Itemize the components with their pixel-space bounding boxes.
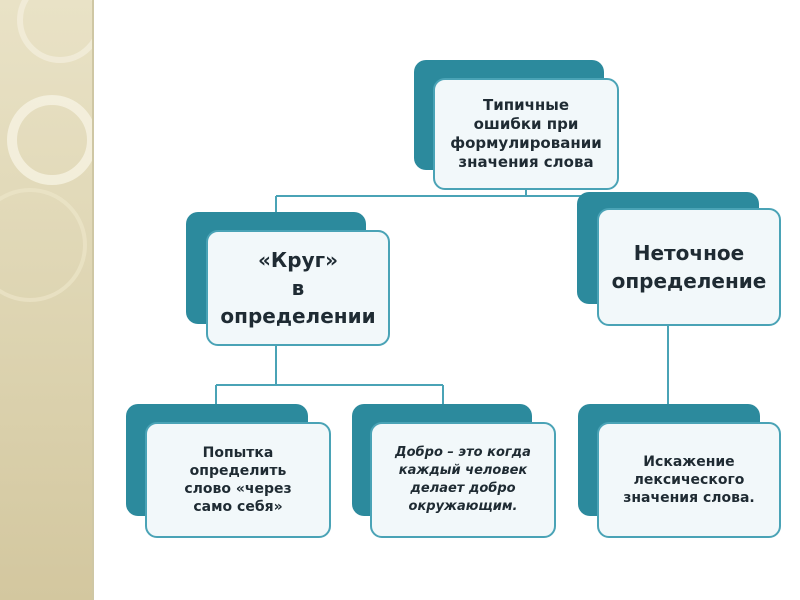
right-branch-line-2: определение	[612, 267, 767, 295]
left-branch-text: «Круг» в определении	[220, 246, 375, 330]
root-line-1: Типичные	[450, 96, 602, 115]
leaf-1-line-4: само себя»	[184, 498, 291, 516]
left-branch-line-3: определении	[220, 302, 375, 330]
leaf-2-line-4: окружающим.	[395, 498, 531, 516]
root-line-2: ошибки при	[450, 115, 602, 134]
leaf-1-line-3: слово «через	[184, 480, 291, 498]
left-branch-line-2: в	[220, 274, 375, 302]
leaf-2-line-1: Добро – это когда	[395, 444, 531, 462]
root-line-4: значения слова	[450, 153, 602, 172]
leaf-3-line-2: лексического	[623, 471, 755, 489]
leaf-2-text: Добро – это когда каждый человек делает …	[395, 444, 531, 516]
right-branch-line-1: Неточное	[612, 239, 767, 267]
leaf-3-line-1: Искажение	[623, 453, 755, 471]
leaf-2-line-3: делает добро	[395, 480, 531, 498]
root-node-text: Типичные ошибки при формулировании значе…	[450, 96, 602, 172]
leaf-1-line-1: Попытка	[184, 444, 291, 462]
leaf-2-line-2: каждый человек	[395, 462, 531, 480]
right-branch-text: Неточное определение	[612, 239, 767, 295]
leaf-1-text: Попытка определить слово «через само себ…	[184, 444, 291, 516]
leaf-3-line-3: значения слова.	[623, 489, 755, 507]
leaf-1-line-2: определить	[184, 462, 291, 480]
root-line-3: формулировании	[450, 134, 602, 153]
leaf-3-text: Искажение лексического значения слова.	[623, 453, 755, 507]
left-branch-line-1: «Круг»	[220, 246, 375, 274]
